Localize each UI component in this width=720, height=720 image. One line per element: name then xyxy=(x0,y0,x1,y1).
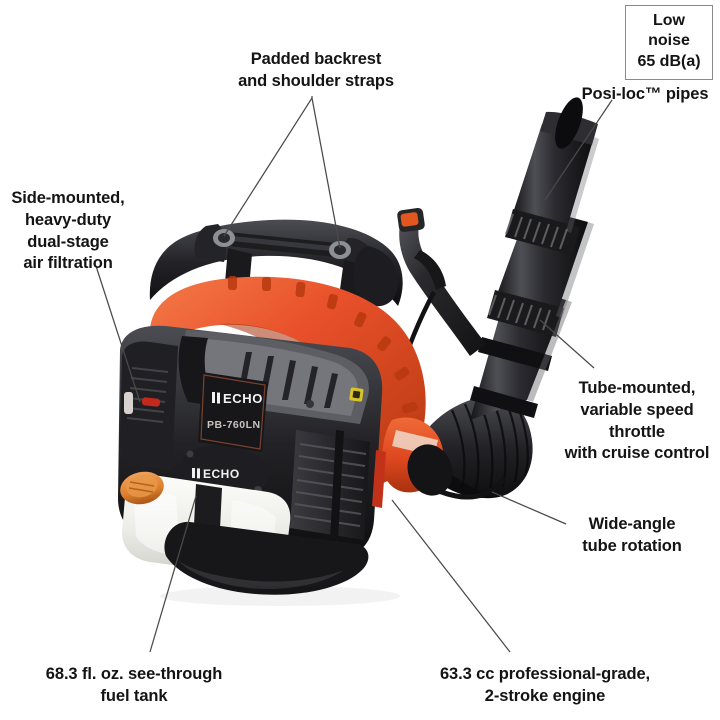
base-plate xyxy=(164,521,369,595)
callout-fuel-tank: 68.3 fl. oz. see-through fuel tank xyxy=(45,665,223,705)
svg-text:ECHO: ECHO xyxy=(203,467,240,481)
callout-tube-rotation: Wide-angle tube rotation xyxy=(582,515,682,555)
throttle-handle xyxy=(397,207,486,356)
cooling-fins xyxy=(290,430,370,540)
echo-logo-primary: ECHO xyxy=(212,391,263,406)
echo-logo-secondary: ECHO xyxy=(192,467,240,481)
air-filter-housing xyxy=(120,341,178,470)
callout-padded-backrest: Padded backrest and shoulder straps xyxy=(238,50,394,90)
low-noise-badge: Low noise 65 dB(a) xyxy=(625,5,713,81)
blower-tube xyxy=(470,97,599,420)
low-noise-badge-line2: 65 dB(a) xyxy=(637,52,701,70)
callout-engine: 63.3 cc professional-grade, 2-stroke eng… xyxy=(439,665,651,705)
model-number-text: PB-760LN xyxy=(207,419,261,431)
callout-posi-loc-pipes: Posi-loc™ pipes xyxy=(581,85,709,103)
model-nameplate: ECHO PB-760LN xyxy=(198,372,268,452)
callout-air-filtration: Side-mounted, heavy-duty dual-stage air … xyxy=(11,189,125,273)
svg-text:ECHO: ECHO xyxy=(223,391,263,406)
low-noise-badge-line1: Low noise xyxy=(648,12,690,50)
callout-throttle: Tube-mounted, variable speed throttle wi… xyxy=(564,379,710,463)
posi-loc-collar-upper xyxy=(505,209,580,255)
